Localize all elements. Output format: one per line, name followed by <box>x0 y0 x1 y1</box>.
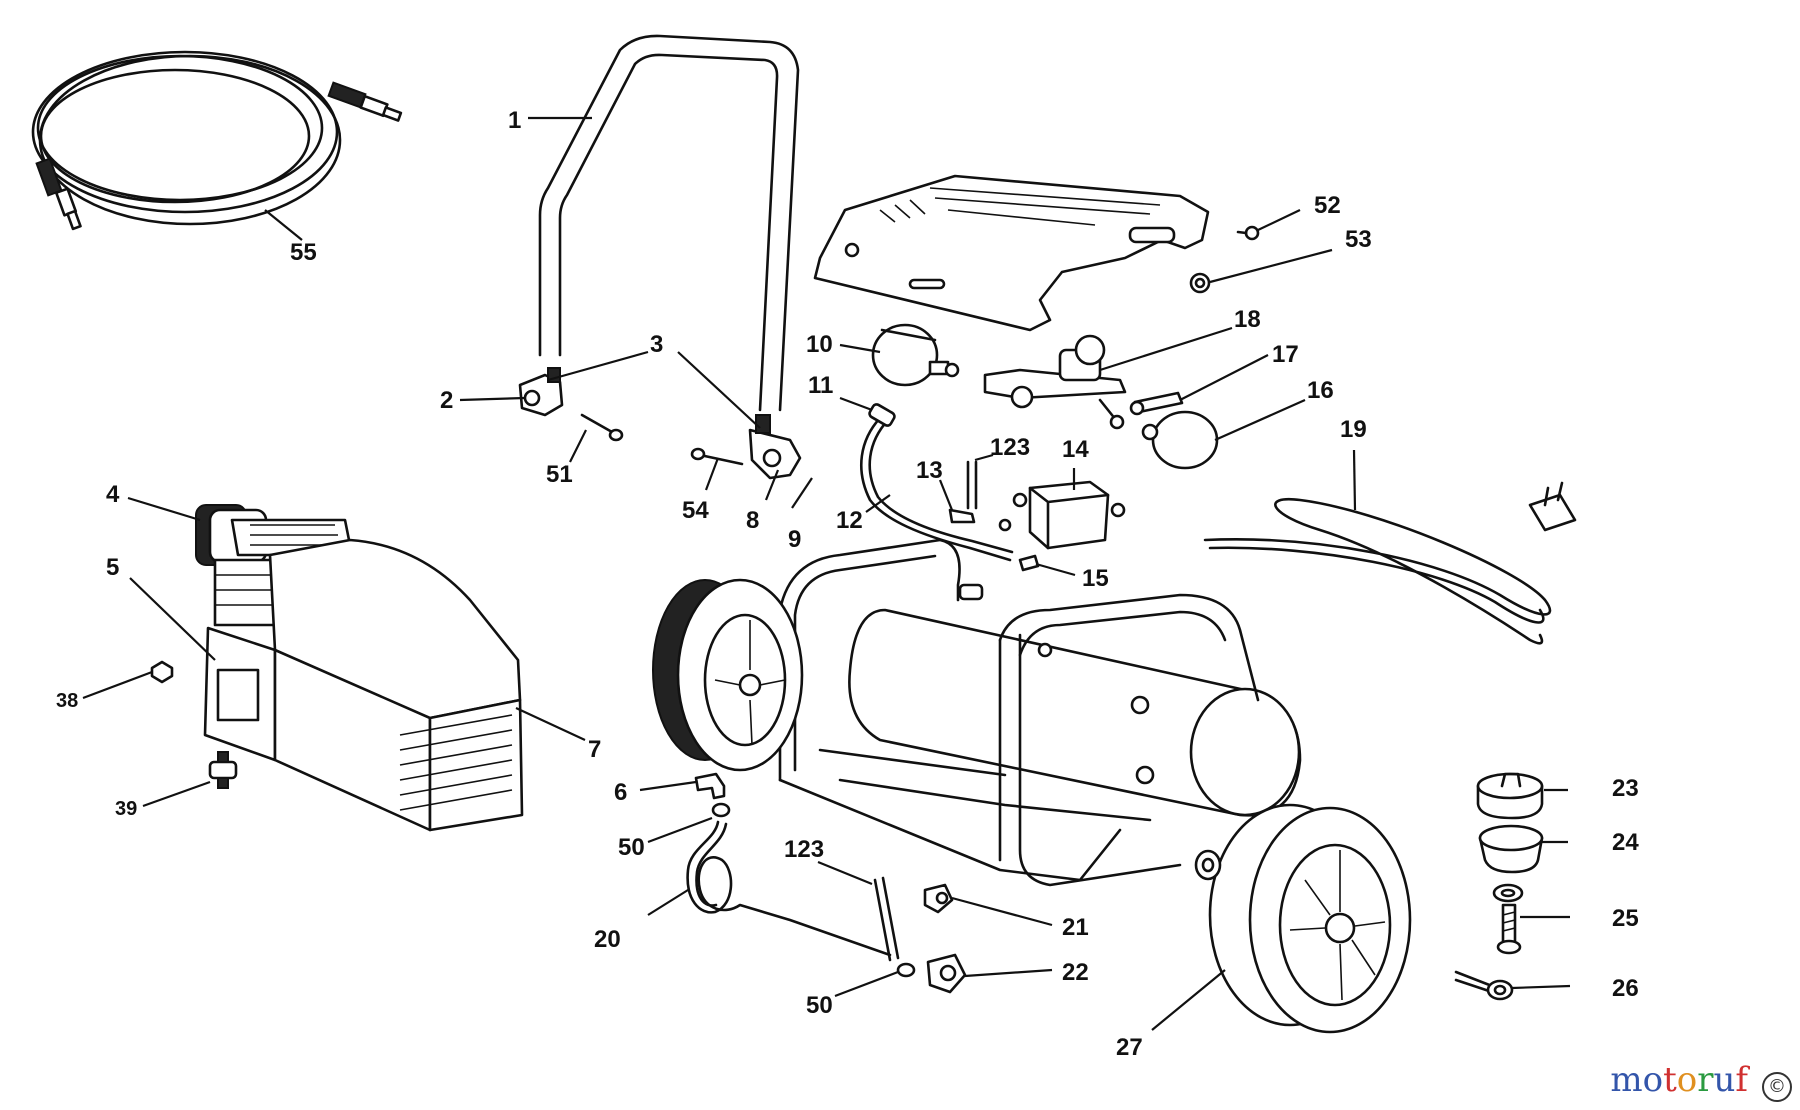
callout-20: 20 <box>594 926 621 953</box>
motor-pump-unit <box>195 504 524 832</box>
air-tank-frame <box>768 538 1302 887</box>
safety-valve-17 <box>1129 391 1184 416</box>
callout-123-upper: 123 <box>990 434 1030 461</box>
callout-50-lower: 50 <box>806 992 833 1019</box>
callout-123-lower: 123 <box>784 836 824 863</box>
callout-5: 5 <box>106 554 119 581</box>
leader-lines <box>82 116 1571 1031</box>
callout-27: 27 <box>1116 1034 1143 1061</box>
top-cover <box>813 174 1210 332</box>
callout-51: 51 <box>546 461 573 488</box>
callout-1: 1 <box>508 107 521 134</box>
callout-10: 10 <box>806 331 833 358</box>
watermark-letter: m <box>1610 1060 1643 1100</box>
foot-23 <box>1476 772 1544 820</box>
handle-clamp-left <box>518 367 564 417</box>
watermark-letter: u <box>1713 1060 1736 1100</box>
motoruf-watermark: motoruf <box>1610 1060 1748 1100</box>
callout-54: 54 <box>682 497 709 524</box>
fitting-21 <box>923 883 954 914</box>
callout-52: 52 <box>1314 192 1341 219</box>
screw-52 <box>1236 225 1260 241</box>
watermark-letter: o <box>1676 1060 1698 1100</box>
tube-123-lower <box>873 876 900 962</box>
callout-11: 11 <box>808 372 833 399</box>
bolt-25 <box>1496 903 1522 955</box>
wheel-back <box>652 578 804 772</box>
air-hose-coil <box>31 50 403 231</box>
watermark-letter: f <box>1735 1060 1748 1100</box>
handle-clamp-right <box>748 414 802 480</box>
watermark-letter: o <box>1642 1060 1664 1100</box>
callout-15: 15 <box>1082 565 1109 592</box>
nut-38 <box>150 660 174 684</box>
callout-6: 6 <box>614 779 627 806</box>
callout-13: 13 <box>916 457 943 484</box>
callout-labels: 1 2 3 4 5 6 7 8 9 10 11 12 13 123 14 15 … <box>56 107 1639 1061</box>
olive-50-lower <box>896 962 916 978</box>
callout-19: 19 <box>1340 416 1367 443</box>
handle-tube <box>538 34 800 412</box>
callout-53: 53 <box>1345 226 1372 253</box>
callout-24: 24 <box>1612 829 1639 856</box>
wheel-27 <box>1208 803 1412 1034</box>
callout-26: 26 <box>1612 975 1639 1002</box>
callout-4: 4 <box>106 481 120 508</box>
elbow-fitting-6 <box>694 772 726 800</box>
callout-23: 23 <box>1612 775 1639 802</box>
tube-123-upper <box>966 460 978 510</box>
pressure-gauge-10 <box>871 323 960 387</box>
pressure-switch-14 <box>998 480 1126 550</box>
spacer-washer <box>1194 849 1222 881</box>
callout-55: 55 <box>290 239 317 266</box>
washer-25 <box>1492 883 1524 903</box>
power-cable-19 <box>1203 481 1577 645</box>
callout-16: 16 <box>1307 377 1334 404</box>
bolt-26 <box>1454 970 1514 1001</box>
pressure-gauge-16 <box>1141 410 1219 470</box>
olive-50-upper <box>711 802 731 818</box>
manifold-18 <box>983 334 1127 430</box>
callout-3: 3 <box>650 331 663 358</box>
fitting-15 <box>1018 554 1040 572</box>
callout-7: 7 <box>588 736 601 763</box>
rubber-foot-39 <box>208 751 238 789</box>
watermark-letter: t <box>1663 1060 1677 1100</box>
washer-53 <box>1189 272 1211 294</box>
callout-21: 21 <box>1062 914 1089 941</box>
bolt-51 <box>580 413 624 442</box>
callout-18: 18 <box>1234 306 1261 333</box>
callout-12: 12 <box>836 507 863 534</box>
callout-39: 39 <box>115 798 137 820</box>
callout-2: 2 <box>440 387 453 414</box>
callout-8: 8 <box>746 507 759 534</box>
delivery-pipe-20 <box>686 820 892 957</box>
callout-25: 25 <box>1612 905 1639 932</box>
foot-24 <box>1478 824 1544 874</box>
fitting-22 <box>926 953 967 994</box>
watermark-letter: r <box>1697 1060 1714 1100</box>
callout-50-upper: 50 <box>618 834 645 861</box>
bolt-54 <box>690 447 744 466</box>
callout-22: 22 <box>1062 959 1089 986</box>
callout-17: 17 <box>1272 341 1299 368</box>
callout-14: 14 <box>1062 436 1089 463</box>
fitting-13 <box>948 508 976 524</box>
callout-9: 9 <box>788 526 801 553</box>
callout-38: 38 <box>56 690 78 712</box>
copyright-icon: © <box>1762 1072 1792 1102</box>
